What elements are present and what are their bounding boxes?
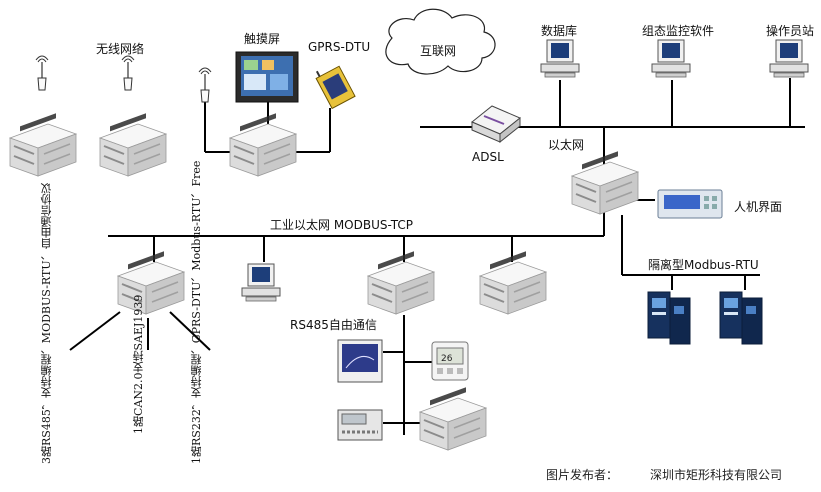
hmi-label: 人机界面 — [734, 200, 783, 214]
touchscreen-label: 触摸屏 — [244, 32, 281, 46]
publisher-prefix: 图片发布者： — [546, 468, 619, 482]
rs485-free-label: RS485自由通信 — [290, 318, 377, 332]
rs485-ports-note: 3路RS485，支持编程、MODBUS-RTU、自由通信协议 — [40, 183, 53, 464]
gprs-dtu-label: GPRS-DTU — [308, 40, 371, 54]
publisher-company: 深圳市矩形科技有限公司 — [650, 468, 783, 482]
operator-label: 操作员站 — [766, 24, 815, 38]
internet-cloud-icon — [385, 8, 496, 75]
can-port-note: 1路CAN2.0支持SAEJ1939 — [132, 294, 145, 434]
plc-gprs — [229, 112, 297, 177]
io-module-icon — [337, 409, 383, 441]
vfd-icon — [719, 291, 763, 345]
isolated-rtu-label: 隔离型Modbus-RTU — [648, 258, 759, 272]
antenna-icon — [35, 55, 49, 91]
operator-pc-icon — [769, 39, 809, 78]
database-pc-icon — [540, 39, 580, 78]
adsl-label: ADSL — [472, 150, 504, 164]
rs232-port-note: 1路RS232，支持编程、GPRS-DTU、Modbus-RTU、Free — [190, 160, 203, 464]
ethernet-label: 以太网 — [548, 138, 585, 152]
antenna-icon — [121, 55, 135, 91]
plc-rs485 — [367, 250, 435, 315]
antenna-icon — [198, 67, 212, 103]
monitor-panel-icon — [337, 339, 383, 383]
thermostat-icon: 26 — [431, 341, 469, 381]
scada-pc-icon — [651, 39, 691, 78]
database-label: 数据库 — [541, 24, 578, 38]
vfd-icon — [647, 291, 691, 345]
hmi-panel-icon — [657, 189, 723, 219]
touchscreen-icon — [235, 51, 299, 103]
field-pc-icon — [241, 263, 281, 302]
adsl-router-icon — [471, 105, 521, 144]
scada-label: 组态监控软件 — [642, 24, 715, 38]
plc-ethernet — [479, 250, 547, 315]
gprs-dtu-icon — [315, 65, 356, 110]
connection-lines — [69, 78, 805, 435]
internet-label: 互联网 — [420, 44, 457, 58]
plc-wireless-2 — [99, 112, 167, 177]
svg-text:26: 26 — [441, 354, 453, 364]
plc-wireless-1 — [9, 112, 77, 177]
central-plc — [571, 150, 639, 215]
plc-serial — [117, 250, 185, 315]
plc-rs485-slave — [419, 386, 487, 451]
wireless-label: 无线网络 — [96, 42, 145, 56]
industrial-ethernet-label: 工业以太网 MODBUS-TCP — [270, 218, 413, 232]
